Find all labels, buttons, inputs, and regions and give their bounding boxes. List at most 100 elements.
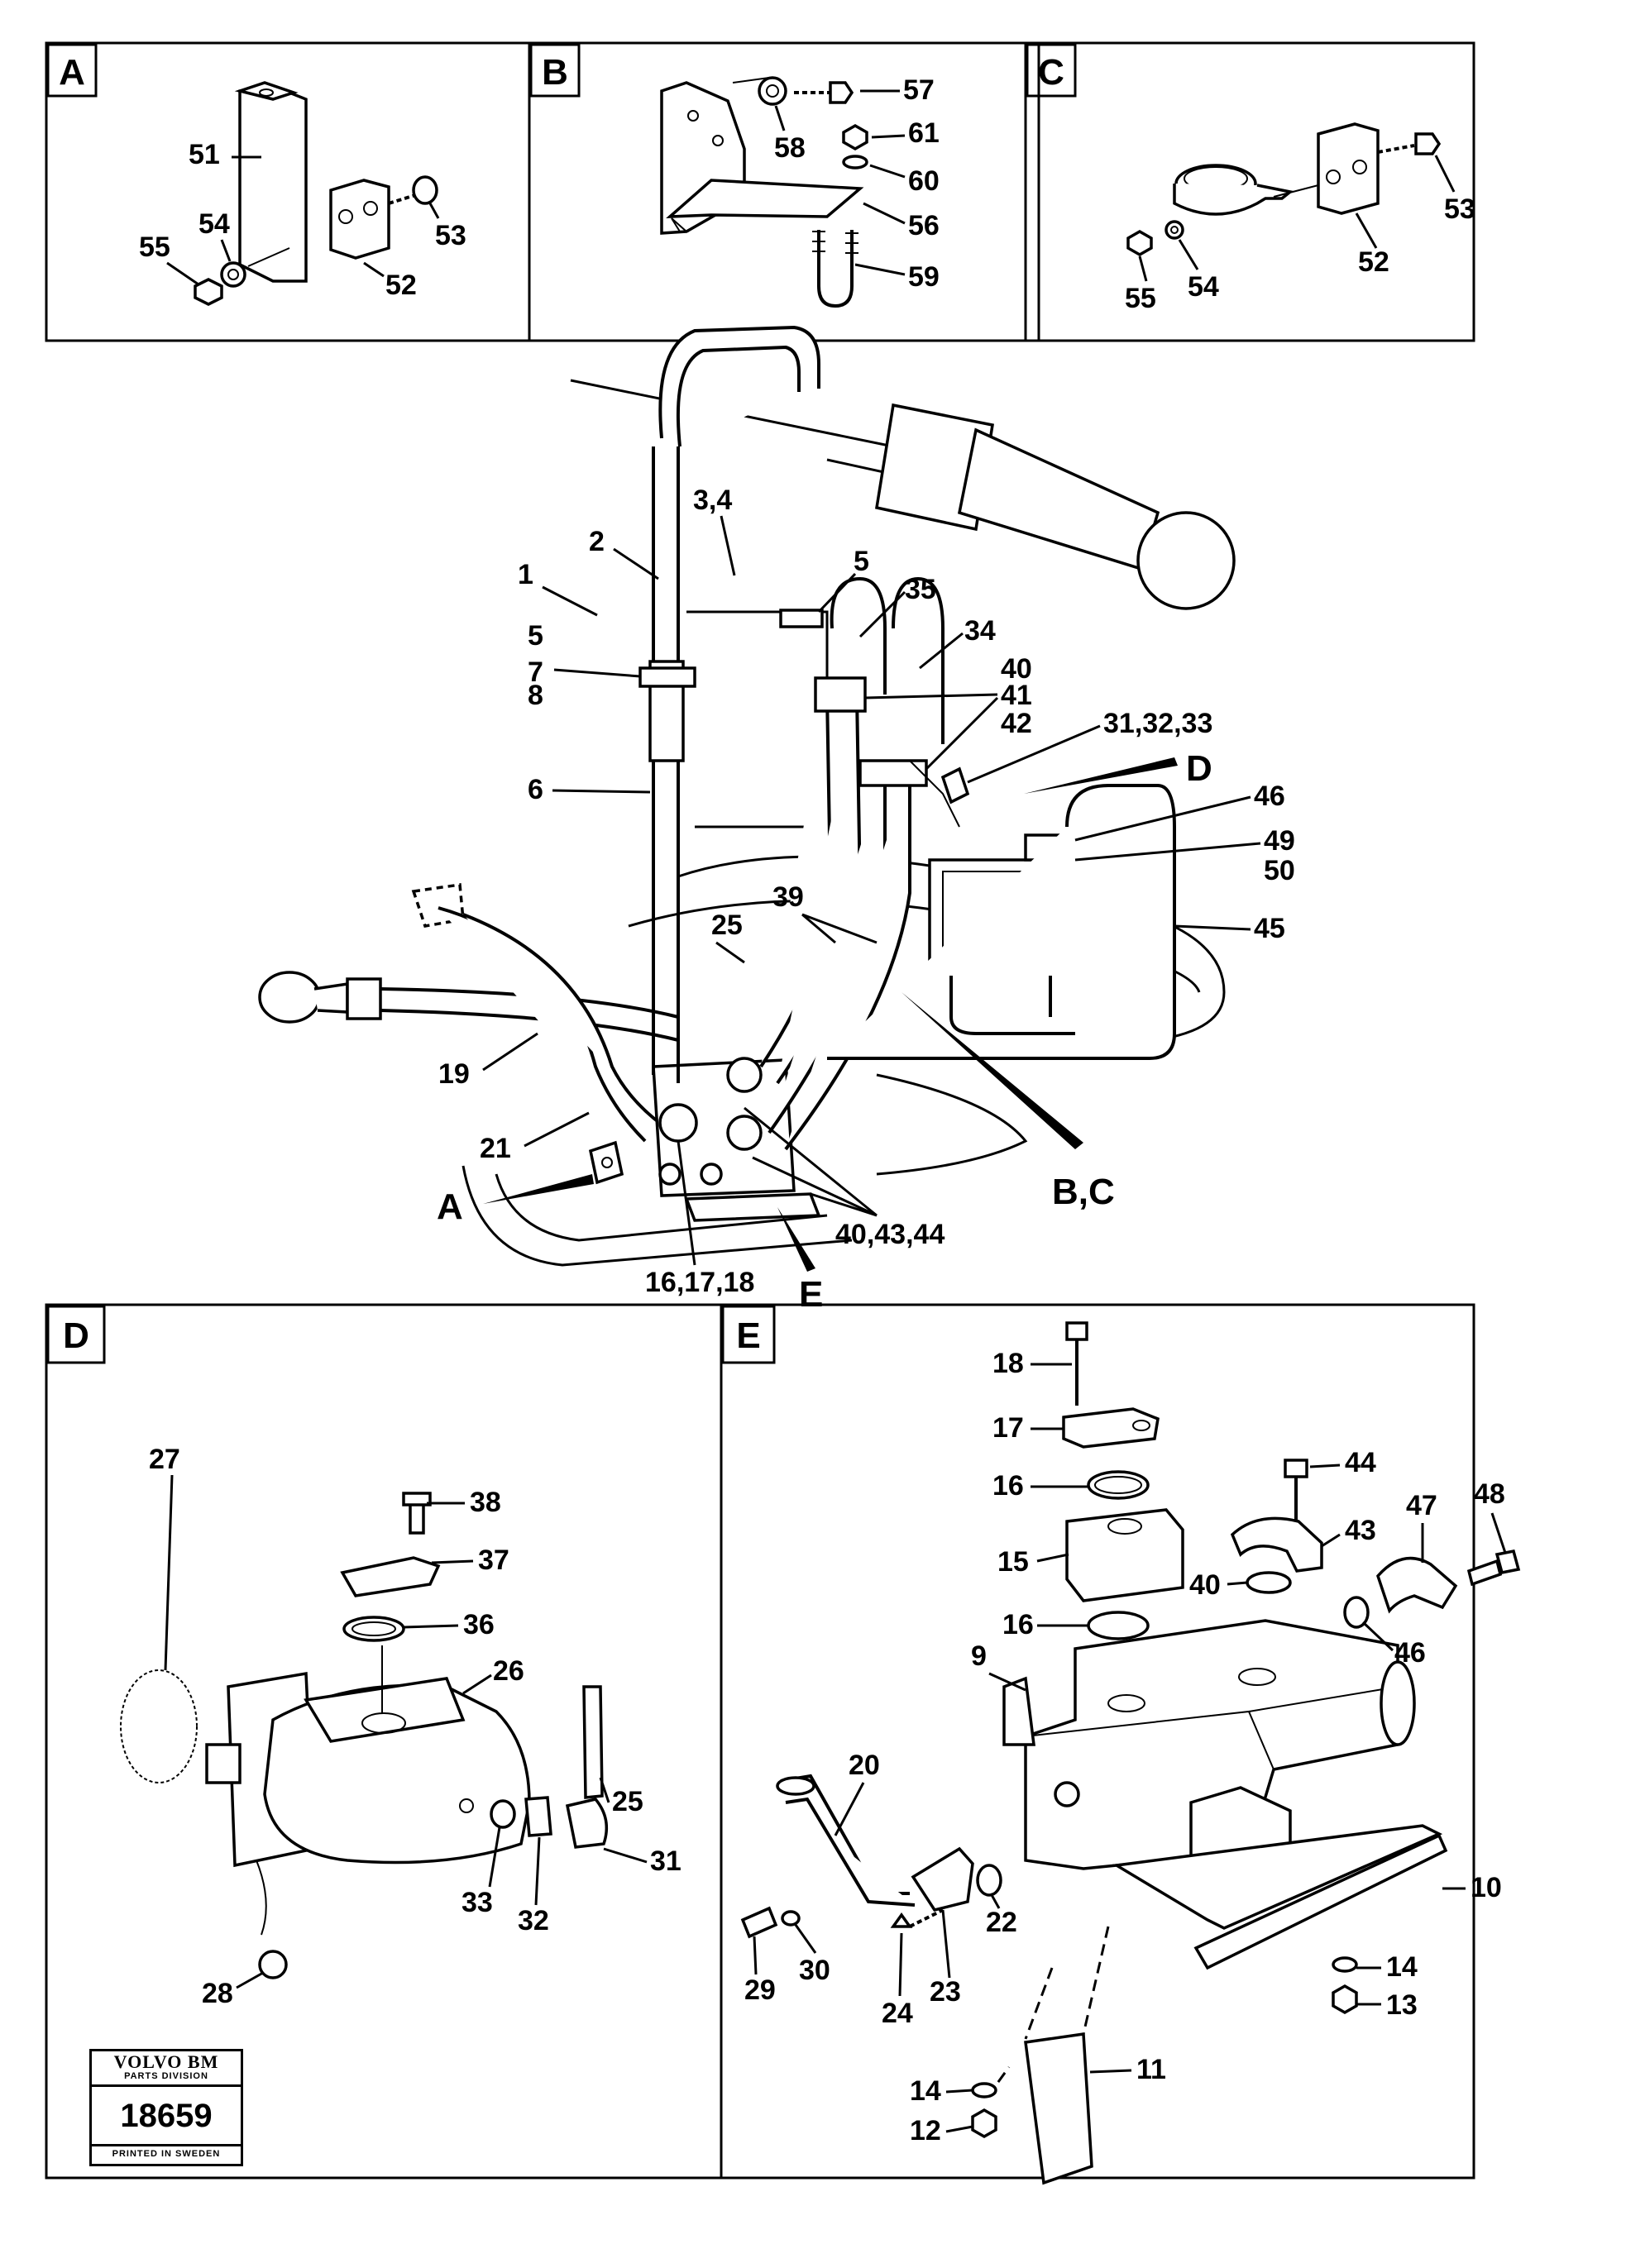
panel-label-e: E bbox=[721, 1305, 776, 1364]
callout-e-16a: 16 bbox=[992, 1470, 1024, 1502]
callout-b-61: 61 bbox=[908, 117, 940, 149]
arrow-e bbox=[777, 1207, 815, 1272]
callout-main-31-32-33: 31,32,33 bbox=[1103, 708, 1212, 739]
callout-e-15: 15 bbox=[997, 1546, 1029, 1578]
callout-d-26: 26 bbox=[493, 1655, 524, 1687]
stamp-brand: VOLVO BM bbox=[113, 2051, 219, 2072]
callout-e-14a: 14 bbox=[1386, 1951, 1418, 1983]
callout-d-25: 25 bbox=[612, 1786, 643, 1817]
callout-e-20: 20 bbox=[849, 1750, 880, 1781]
callout-a-54: 54 bbox=[198, 208, 230, 240]
callout-e-46: 46 bbox=[1394, 1637, 1426, 1669]
callout-a-52: 52 bbox=[385, 270, 417, 301]
panel-e-drawing bbox=[740, 1321, 1521, 2185]
svg-text:B: B bbox=[542, 52, 568, 93]
svg-text:C: C bbox=[1038, 52, 1064, 93]
callout-a-53: 53 bbox=[435, 220, 466, 251]
callout-main-bc: B,C bbox=[1052, 1172, 1115, 1212]
stamp-division: PARTS DIVISION bbox=[124, 2071, 208, 2081]
callout-e-10: 10 bbox=[1471, 1872, 1502, 1903]
callout-e-13: 13 bbox=[1386, 1989, 1418, 2021]
callout-e-47: 47 bbox=[1406, 1490, 1437, 1521]
callout-main-6: 6 bbox=[528, 774, 543, 805]
svg-text:D: D bbox=[63, 1315, 89, 1356]
callout-e-18: 18 bbox=[992, 1348, 1024, 1379]
callout-a-55: 55 bbox=[139, 232, 170, 263]
callout-e-22: 22 bbox=[986, 1907, 1017, 1938]
callout-main-40-43-44: 40,43,44 bbox=[835, 1219, 945, 1250]
panel-c-drawing bbox=[1126, 122, 1442, 257]
callout-main-41: 41 bbox=[1001, 680, 1032, 711]
callout-b-58: 58 bbox=[774, 132, 806, 164]
callout-main-19: 19 bbox=[438, 1058, 470, 1090]
callout-d-38: 38 bbox=[470, 1487, 501, 1518]
callout-main-50: 50 bbox=[1264, 855, 1295, 886]
callout-e-30: 30 bbox=[799, 1955, 830, 1986]
callout-d-27: 27 bbox=[149, 1444, 180, 1475]
callout-e-23: 23 bbox=[930, 1976, 961, 2008]
callout-main-5a: 5 bbox=[528, 620, 543, 652]
callout-main-a: A bbox=[437, 1187, 463, 1227]
callout-main-8: 8 bbox=[528, 680, 543, 711]
callout-d-32: 32 bbox=[518, 1905, 549, 1936]
callout-b-59: 59 bbox=[908, 261, 940, 293]
stamp-header: VOLVO BM PARTS DIVISION bbox=[92, 2051, 241, 2087]
callout-b-56: 56 bbox=[908, 210, 940, 241]
callout-c-53: 53 bbox=[1444, 193, 1475, 225]
svg-text:A: A bbox=[59, 52, 85, 93]
main-assembly-drawing bbox=[258, 325, 1236, 1267]
callout-e-43: 43 bbox=[1345, 1515, 1376, 1546]
callout-d-37: 37 bbox=[478, 1545, 509, 1576]
callout-d-31: 31 bbox=[650, 1845, 681, 1877]
callout-main-39: 39 bbox=[772, 881, 804, 913]
panel-e-frame bbox=[720, 1303, 1475, 2180]
callout-e-17: 17 bbox=[992, 1412, 1024, 1444]
callout-main-1: 1 bbox=[518, 559, 533, 590]
callout-main-25: 25 bbox=[711, 910, 743, 941]
callout-e-16b: 16 bbox=[1002, 1609, 1034, 1640]
callout-main-d: D bbox=[1186, 748, 1212, 789]
panel-label-d: D bbox=[46, 1305, 106, 1364]
callout-main-35: 35 bbox=[905, 574, 936, 605]
callout-main-45: 45 bbox=[1254, 913, 1285, 944]
stamp-footer: PRINTED IN SWEDEN bbox=[112, 2149, 221, 2159]
panel-label-b: B bbox=[529, 43, 581, 98]
arrow-a bbox=[483, 1174, 594, 1204]
callout-e-11: 11 bbox=[1136, 2054, 1166, 2085]
callout-c-54: 54 bbox=[1188, 271, 1219, 303]
volvo-bm-stamp: VOLVO BM PARTS DIVISION 18659 PRINTED IN… bbox=[89, 2049, 243, 2166]
callout-main-16-17-18: 16,17,18 bbox=[645, 1267, 754, 1298]
panel-label-a: A bbox=[46, 43, 98, 98]
arrow-d bbox=[1024, 757, 1178, 794]
callout-e-48: 48 bbox=[1474, 1478, 1505, 1510]
panel-b-drawing bbox=[660, 76, 868, 308]
callout-d-28: 28 bbox=[202, 1978, 233, 2009]
callout-a-51: 51 bbox=[189, 139, 220, 170]
arrow-bc bbox=[901, 992, 1083, 1149]
panel-label-c: C bbox=[1026, 43, 1077, 98]
callout-d-36: 36 bbox=[463, 1609, 495, 1640]
callout-main-49: 49 bbox=[1264, 825, 1295, 857]
callout-main-34: 34 bbox=[964, 615, 996, 647]
callout-main-46: 46 bbox=[1254, 781, 1285, 812]
callout-main-2: 2 bbox=[589, 526, 605, 557]
callout-main-42: 42 bbox=[1001, 708, 1032, 739]
callout-main-e: E bbox=[799, 1274, 823, 1315]
callout-e-9: 9 bbox=[971, 1640, 987, 1672]
callout-c-52: 52 bbox=[1358, 246, 1389, 278]
panel-a-drawing bbox=[194, 81, 438, 306]
callout-e-14b: 14 bbox=[910, 2075, 941, 2107]
callout-e-24: 24 bbox=[882, 1998, 913, 2029]
callout-e-40: 40 bbox=[1189, 1569, 1221, 1601]
callout-c-55: 55 bbox=[1125, 283, 1156, 314]
callout-main-40: 40 bbox=[1001, 653, 1032, 685]
callout-b-57: 57 bbox=[903, 74, 935, 106]
stamp-number: 18659 bbox=[92, 2088, 241, 2146]
callout-e-12: 12 bbox=[910, 2115, 941, 2146]
callout-main-7: 7 bbox=[528, 657, 543, 688]
panel-d-drawing bbox=[120, 1492, 609, 1979]
callout-main-21: 21 bbox=[480, 1133, 511, 1164]
callout-main-3-4: 3,4 bbox=[693, 485, 732, 516]
callout-d-33: 33 bbox=[461, 1887, 493, 1918]
